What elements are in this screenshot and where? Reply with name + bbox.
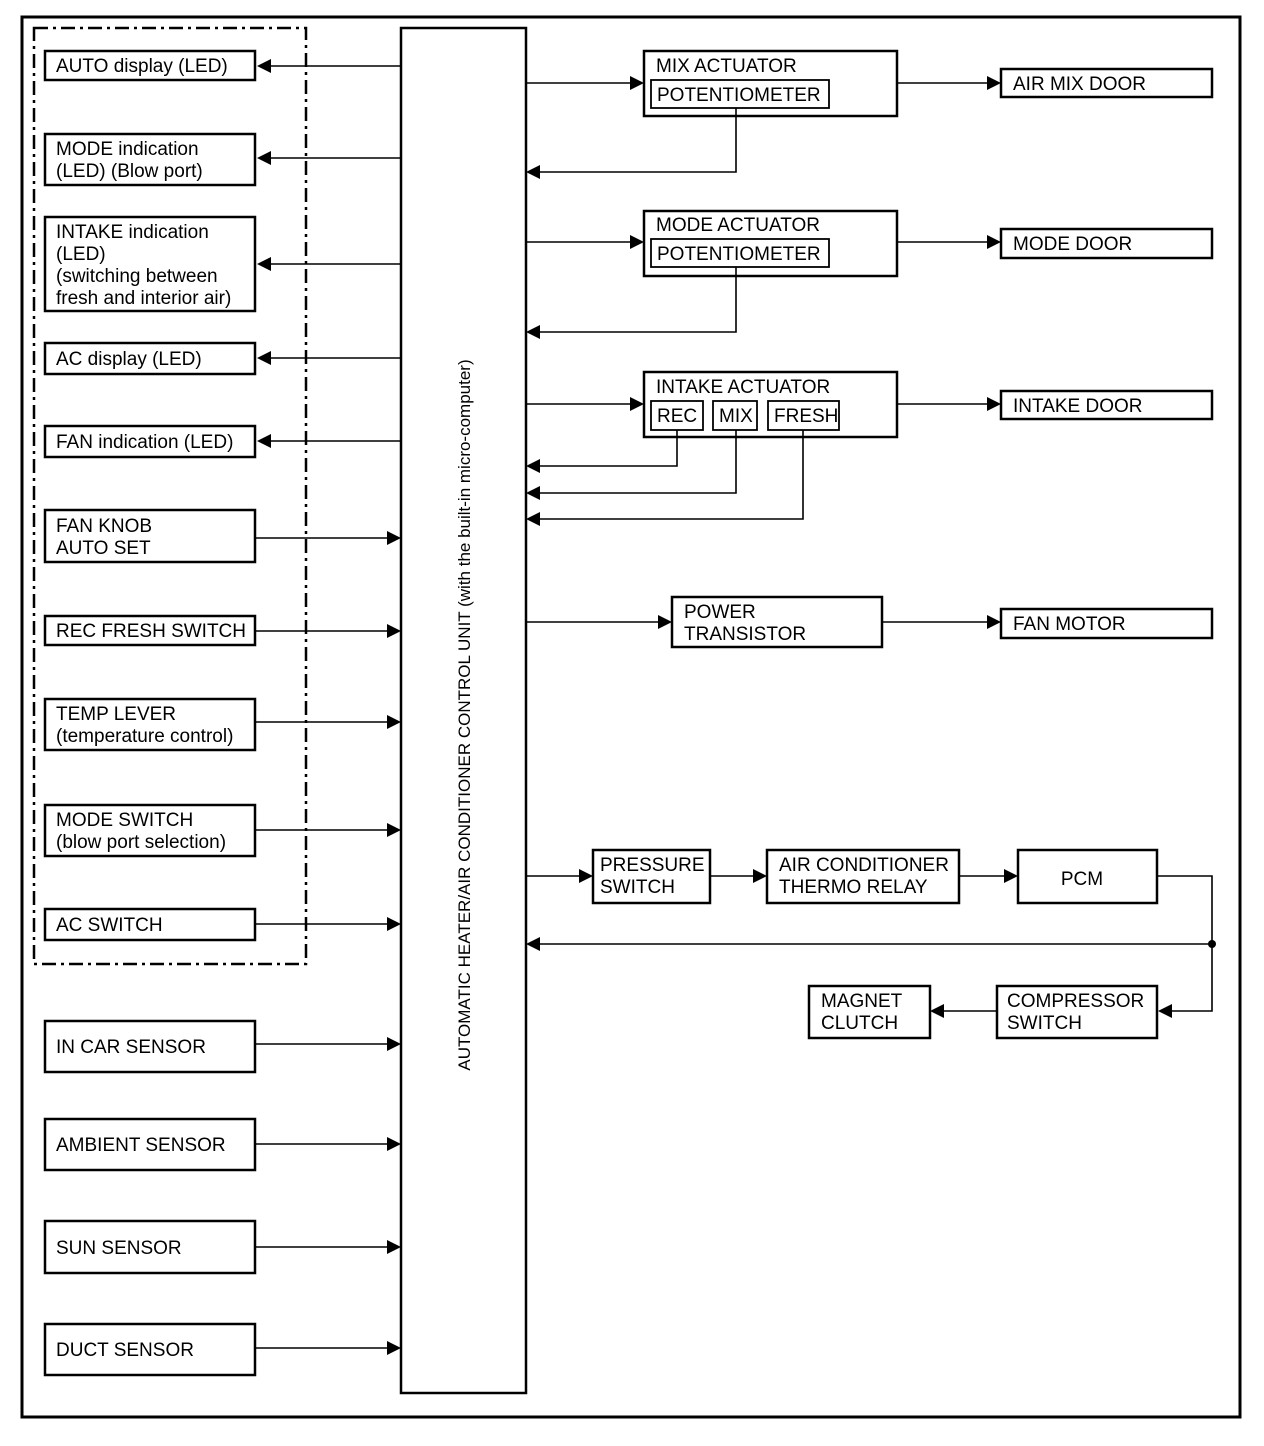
control-unit-label: AUTOMATIC HEATER/AIR CONDITIONER CONTROL… [455, 359, 474, 1070]
input-mode-switch-line1: MODE SWITCH [56, 810, 193, 831]
led-mode-indication: MODE indication (LED) (Blow port) [43, 132, 401, 187]
compressor-switch-line1: COMPRESSOR [1007, 991, 1144, 1012]
mix-actuator-potentiometer: POTENTIOMETER [657, 85, 821, 106]
fan-motor: FAN MOTOR [999, 607, 1214, 640]
fan-motor-label: FAN MOTOR [1013, 614, 1126, 635]
compressor-switch: COMPRESSOR SWITCH [930, 984, 1159, 1040]
led-intake-indication-line2: (LED) [56, 244, 106, 265]
led-intake-indication-line4: fresh and interior air) [56, 288, 231, 309]
pressure-switch: PRESSURE SWITCH [526, 848, 767, 905]
sensor-ambient-label: AMBIENT SENSOR [56, 1135, 226, 1156]
pressure-switch-line2: SWITCH [600, 877, 675, 898]
magnet-clutch-line2: CLUTCH [821, 1013, 898, 1034]
input-rec-fresh-switch-label: REC FRESH SWITCH [56, 621, 246, 642]
outer-frame [20, 15, 1242, 1419]
led-intake-indication-line3: (switching between [56, 266, 218, 287]
mix-actuator-title: MIX ACTUATOR [656, 56, 797, 77]
control-panel-group [32, 26, 308, 966]
mode-actuator-title: MODE ACTUATOR [656, 215, 820, 236]
led-intake-indication-line1: INTAKE indication [56, 222, 209, 243]
intake-mix-label: MIX [719, 406, 753, 427]
air-mix-door-label: AIR MIX DOOR [1013, 74, 1146, 95]
thermo-relay-line1: AIR CONDITIONER [779, 855, 949, 876]
sensor-in-car-label: IN CAR SENSOR [56, 1037, 206, 1058]
sensor-in-car: IN CAR SENSOR [43, 1019, 401, 1074]
air-mix-door: AIR MIX DOOR [999, 67, 1214, 99]
pcm: PCM [526, 848, 1216, 1018]
input-fan-knob-line2: AUTO SET [56, 538, 151, 559]
thermo-relay: AIR CONDITIONER THERMO RELAY [765, 848, 1018, 905]
power-transistor-line1: POWER [684, 602, 756, 623]
input-rec-fresh-switch: REC FRESH SWITCH [43, 614, 401, 647]
magnet-clutch: MAGNET CLUTCH [807, 984, 932, 1040]
intake-rec-label: REC [657, 406, 697, 427]
sensor-sun: SUN SENSOR [43, 1219, 401, 1275]
led-mode-indication-line1: MODE indication [56, 139, 199, 160]
input-temp-lever-line2: (temperature control) [56, 726, 233, 747]
mode-actuator-potentiometer: POTENTIOMETER [657, 244, 821, 265]
sensor-ambient: AMBIENT SENSOR [43, 1117, 401, 1172]
input-temp-lever: TEMP LEVER (temperature control) [43, 697, 401, 752]
intake-door-label: INTAKE DOOR [1013, 396, 1143, 417]
led-fan-indication: FAN indication (LED) [43, 424, 401, 459]
mode-door: MODE DOOR [999, 227, 1214, 260]
thermo-relay-line2: THERMO RELAY [779, 877, 928, 898]
sensor-sun-label: SUN SENSOR [56, 1238, 182, 1259]
intake-actuator-title: INTAKE ACTUATOR [656, 377, 830, 398]
input-ac-switch-label: AC SWITCH [56, 915, 163, 936]
pcm-label: PCM [1061, 869, 1103, 890]
led-ac-display-label: AC display (LED) [56, 349, 202, 370]
intake-actuator: INTAKE ACTUATOR REC MIX FRESH [526, 370, 1001, 526]
input-ac-switch: AC SWITCH [43, 907, 401, 942]
input-mode-switch: MODE SWITCH (blow port selection) [43, 803, 401, 858]
led-auto-display-label: AUTO display (LED) [56, 56, 228, 77]
sensor-duct: DUCT SENSOR [43, 1322, 401, 1377]
mode-door-label: MODE DOOR [1013, 234, 1132, 255]
magnet-clutch-line1: MAGNET [821, 991, 903, 1012]
pressure-switch-line1: PRESSURE [600, 855, 705, 876]
intake-fresh-label: FRESH [774, 406, 838, 427]
led-auto-display: AUTO display (LED) [43, 49, 401, 82]
led-mode-indication-line2: (LED) (Blow port) [56, 161, 203, 182]
control-unit-box [399, 26, 528, 1395]
mode-actuator: MODE ACTUATOR POTENTIOMETER [526, 209, 1001, 339]
mix-actuator: MIX ACTUATOR POTENTIOMETER [526, 49, 1001, 179]
power-transistor: POWER TRANSISTOR [526, 595, 1001, 649]
sensor-duct-label: DUCT SENSOR [56, 1340, 194, 1361]
led-ac-display: AC display (LED) [43, 341, 401, 376]
input-temp-lever-line1: TEMP LEVER [56, 704, 176, 725]
input-fan-knob: FAN KNOB AUTO SET [43, 508, 401, 564]
led-fan-indication-label: FAN indication (LED) [56, 432, 233, 453]
compressor-switch-line2: SWITCH [1007, 1013, 1082, 1034]
intake-door: INTAKE DOOR [999, 389, 1214, 421]
power-transistor-line2: TRANSISTOR [684, 624, 806, 645]
led-intake-indication: INTAKE indication (LED) (switching betwe… [43, 215, 401, 313]
input-mode-switch-line2: (blow port selection) [56, 832, 226, 853]
input-fan-knob-line1: FAN KNOB [56, 516, 152, 537]
